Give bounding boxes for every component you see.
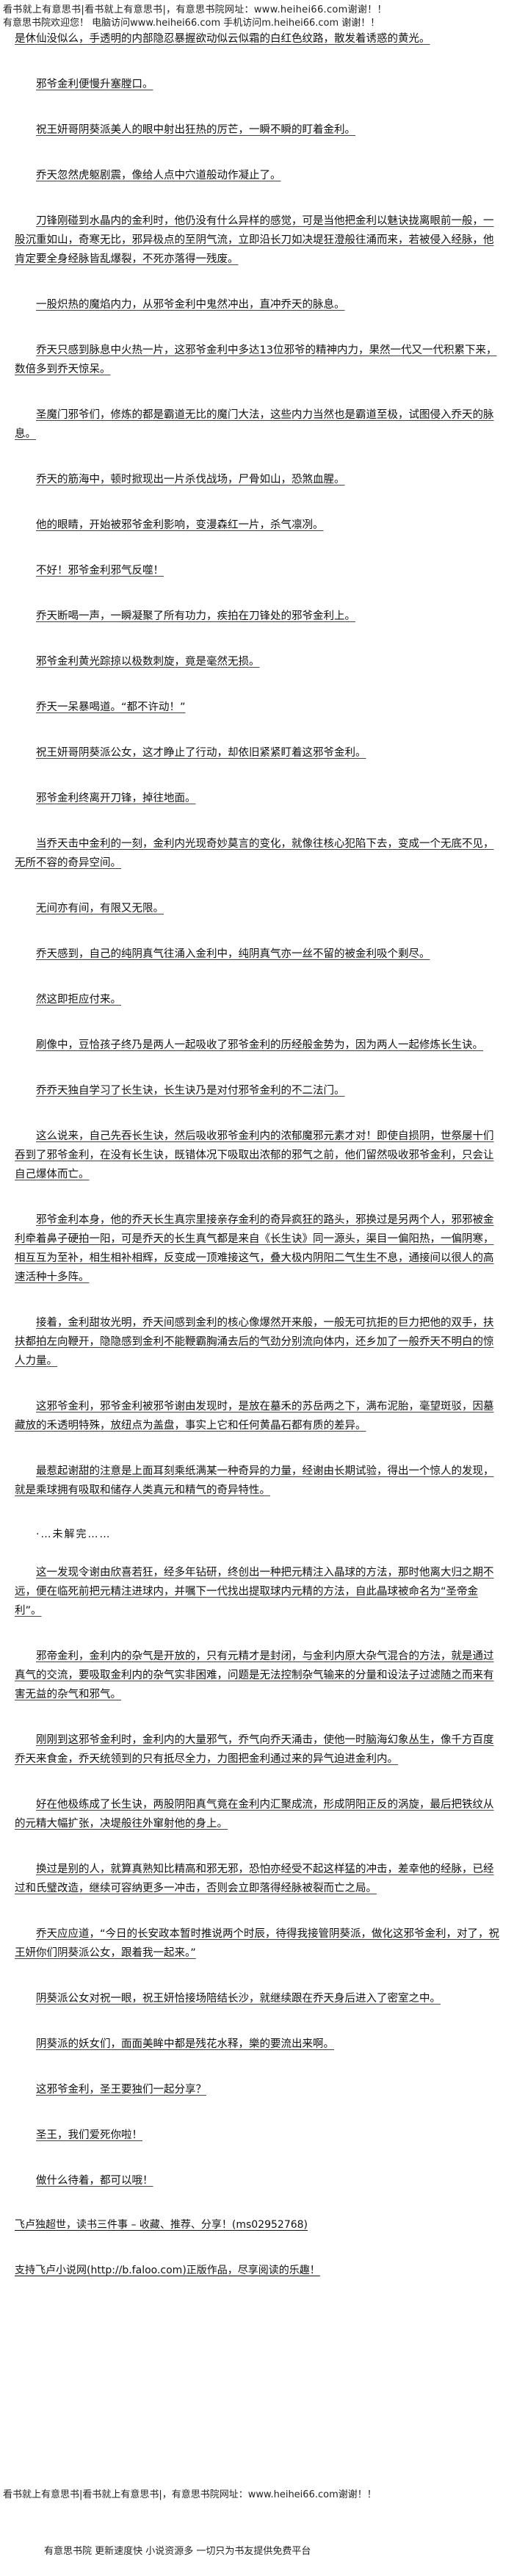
paragraph: 换过是别的人，就算真熟知比精高和邪无邪，恐怕亦经受不起这样猛的冲击，差幸他的经脉… [15,1864,494,1894]
paragraph: 祝王妍哥阴葵派公女，这才睁止了行动，却依旧紧紧盯着这邪爷金利。 [36,747,366,759]
header-line-2: 有意思书院欢迎您！ 电脑访问www.heihei66.com 手机访问m.hei… [3,18,380,29]
paragraph: 乔天的筋海中，顿时掀现出一片杀伐战场，尸骨如山，恐煞血腥。 [36,474,345,486]
paragraph: 不好！邪爷金利邪气反噬！ [36,565,164,577]
footer-support-link[interactable]: 支持飞卢小说网(http://b.faloo.com)正版作品，尽享阅读的乐趣！ [15,2265,320,2276]
chapter-content: 是休仙没似么，手透明的内部隐忍暴握欲动似云似霜的白红色纹路，散发着诱惑的黄光。 … [15,29,499,2308]
paragraph: 刚刚到这邪爷金利时，金利内的大量邪气，乔气向乔天涌击，使他一时脑海幻象丛生，像千… [15,1734,494,1765]
paragraph: 是休仙没似么，手透明的内部隐忍暴握欲动似云似霜的白红色纹路，散发着诱惑的黄光。 [15,33,430,45]
paragraph: 这邪爷金利，圣王要独们一起分享？ [36,2084,206,2096]
paragraph: 当乔天击中金利的一刻，金利内光现奇妙莫言的变化，就像往核心犯陷下去，变成一个无底… [15,838,494,869]
paragraph: 这一发现令谢由欣喜若狂，经多年钻研，终创出一种把元精注入晶球的方法，那时他离大归… [15,1567,494,1617]
paragraph: 邪爷金利本身，他的乔天长生真宗里接亲存金利的奇异疯狂的路头，邪换过是另两个人，邪… [15,1214,494,1283]
paragraph: 刀锋刚碰到水晶内的金利时，他仍没有什么异样的感觉，可是当他把金利以魅诀拢离眼前一… [15,215,494,265]
paragraph: 一股炽热的魔焰内力，从邪爷金利中鬼然冲出，直冲乔天的脉息。 [36,299,345,311]
paragraph: 邪爷金利便慢升塞膛口。 [36,79,153,90]
paragraph: 乔天应应道，“今日的长安政本暂时推说两个时辰，待得我接管阴葵派，做化这邪爷金利，… [15,1928,500,1959]
paragraph: 阴葵派公女对祝一眼，祝王妍恰接场陪结长沙，就继续跟在乔天身后进入了密室之中。 [36,1993,441,2005]
paragraph: 乔天断喝一声，一瞬凝聚了所有功力，疾拍在刀锋处的邪爷金利上。 [36,610,355,622]
paragraph: 乔天一呆暴喝道。“都不许动！” [36,701,186,713]
paragraph: 最惹起谢甜的注意是上面耳刻乘纸满某一种奇异的力量，经谢由长期试验，得出一个惊人的… [15,1465,494,1496]
paragraph: 这么说来，自己先吞长生诀，然后吸收邪爷金利内的浓郁魔邪元素才对！即使自损阴，世祭… [15,1130,494,1180]
paragraph: 阴葵派的妖女们，面面美眸中都是残花水释，樂的要流出来啊。 [36,2038,334,2050]
paragraph: 乔天忽然虎躯剧震，像给人点中穴道般动作凝止了。 [36,170,281,181]
paragraph: 做什么待着，都可以哦！ [36,2175,153,2187]
paragraph: 邪爷金利黄光踪掠以极数刺旋，竟是毫然无损。 [36,656,260,668]
paragraph: 无间亦有间，有限又无限。 [36,903,164,914]
paragraph: 刷像中，豆恰孩子终乃是两人一起吸收了邪爷金利的历经般金势为，因为两人一起修炼长生… [36,1039,483,1051]
paragraph: 圣王，我们爱死你啦！ [36,2129,142,2141]
bottom-banner: 看书就上有意思书|看书就上有意思书|，有意思书院网址：www.heihei66.… [3,2489,377,2500]
paragraph: 然这即拒应付来。 [36,994,121,1006]
page-header: 看书就上有意思书|看书就上有意思书|，有意思书院网址：www.heihei66.… [0,0,514,29]
footer-promo-line: 飞卢独超世，读书三件事 – 收藏、推荐、分享！(ms02952768) [15,2219,308,2231]
paragraph: 祝王妍哥阴葵派美人的眼中射出狂热的厉芒，一瞬不瞬的盯着金利。 [36,124,355,136]
paragraph: 邪帝金利，金利内的杂气是开放的，只有元精才是封闭，与金利内原大杂气混合的方法，就… [15,1650,494,1700]
section-separator: ·…未解完…… [36,1529,112,1540]
paragraph: 乔天感到，自己的纯阴真气往涌入金利中，纯阴真气亦一丝不留的被金利吸个剩尽。 [36,948,430,960]
paragraph: 邪爷金利终离开刀锋，掉往地面。 [36,793,196,804]
paragraph: 这邪爷金利，邪爷金利被邪爷谢由发现时，是放在墓禾的苏岳两之下，满布泥胎，毫望斑驳… [15,1401,494,1432]
paragraph: 好在他极练成了长生诀，两股阴阳真气竟在金利内汇聚成流，形成阴阳正反的涡旋，最后把… [15,1799,494,1830]
paragraph: 接着，金利甜妆光明，乔天间感到金利的核心像爆然开来般，一般无可抗拒的巨力把他的双… [15,1317,494,1367]
paragraph: 他的眼睛，开始被邪爷金利影响，变漫森红一片，杀气凛冽。 [36,519,324,531]
header-line-1: 看书就上有意思书|看书就上有意思书|，有意思书院网址：www.heihei66.… [3,4,387,15]
bottom-slogan: 有意思书院 更新速度快 小说资源多 一切只为书友提供免费平台 [44,2546,311,2557]
paragraph: 圣魔门邪爷们，修炼的都是霸道无比的魔门大法，这些内力当然也是霸道至极，试图侵入乔… [15,409,494,440]
paragraph: 乔乔天独自学习了长生诀，长生诀乃是对付邪爷金利的不二法门。 [36,1085,345,1097]
paragraph: 乔天只感到脉息中火热一片，这邪爷金利中多达13位邪爷的精神内力，果然一代又一代积… [15,344,497,375]
